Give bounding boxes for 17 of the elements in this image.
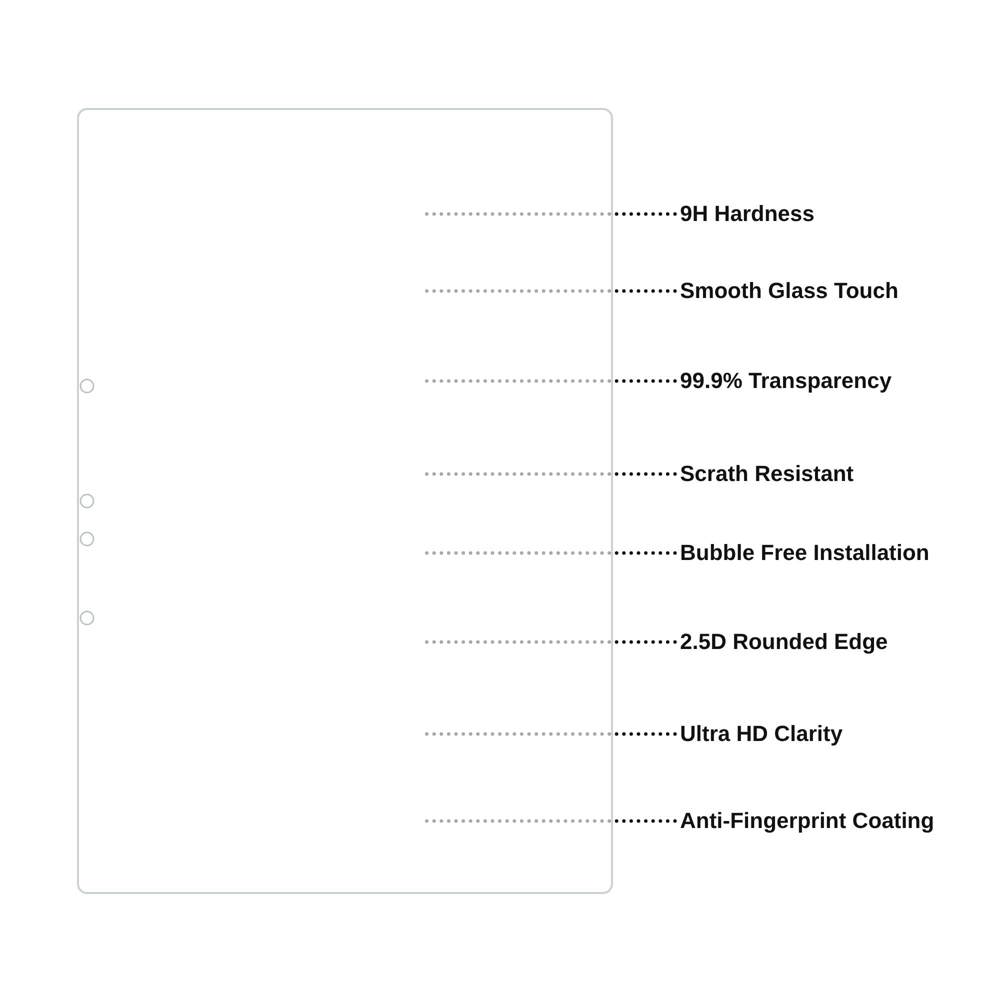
leader-line xyxy=(423,472,677,476)
feature-label: Anti-Fingerprint Coating xyxy=(680,808,934,834)
feature-label: 9H Hardness xyxy=(680,201,815,227)
leader-line xyxy=(423,819,677,823)
feature-label: 2.5D Rounded Edge xyxy=(680,629,888,655)
leader-line xyxy=(423,379,677,383)
leader-line xyxy=(423,551,677,555)
feature-label: Ultra HD Clarity xyxy=(680,721,843,747)
leader-line xyxy=(423,732,677,736)
feature-label: Scrath Resistant xyxy=(680,461,854,487)
screen-protector xyxy=(77,108,613,894)
feature-label: Smooth Glass Touch xyxy=(680,278,898,304)
feature-label: 99.9% Transparency xyxy=(680,368,892,394)
leader-line xyxy=(423,640,677,644)
leader-line xyxy=(423,289,677,293)
leader-line xyxy=(423,212,677,216)
feature-label: Bubble Free Installation xyxy=(680,540,930,566)
